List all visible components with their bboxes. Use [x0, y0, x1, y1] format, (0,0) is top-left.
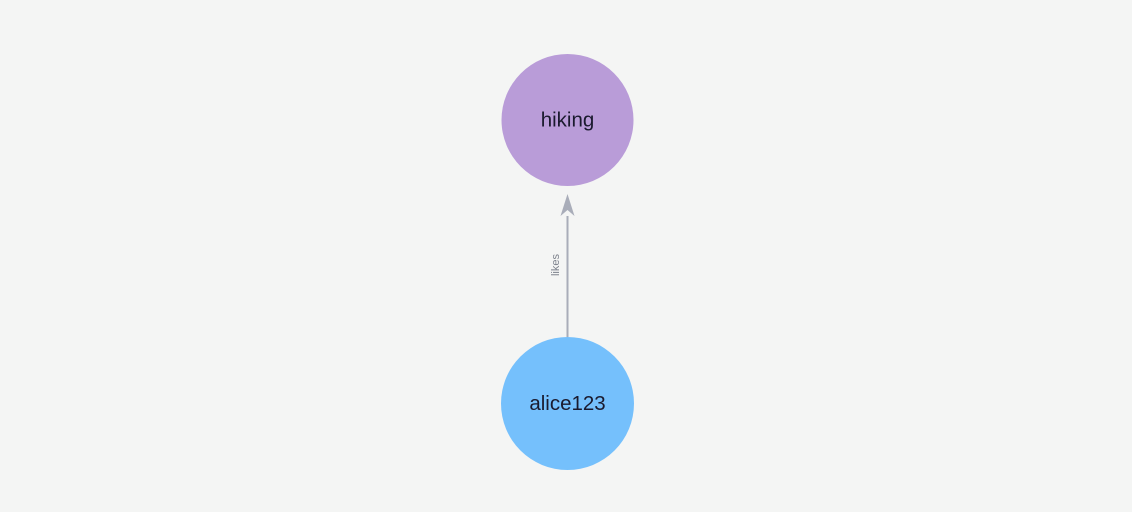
edge-alice123-likes-hiking[interactable]: likes: [550, 194, 575, 337]
node-alice123[interactable]: alice123: [501, 337, 634, 470]
edge-layer: likes: [550, 194, 575, 337]
edge-label-likes: likes: [550, 254, 562, 277]
node-hiking-circle[interactable]: [501, 54, 634, 186]
node-layer: hiking alice123: [501, 54, 634, 470]
node-hiking[interactable]: hiking: [501, 54, 634, 186]
node-alice123-circle[interactable]: [501, 337, 634, 470]
edge-arrowhead-icon: [560, 194, 575, 216]
